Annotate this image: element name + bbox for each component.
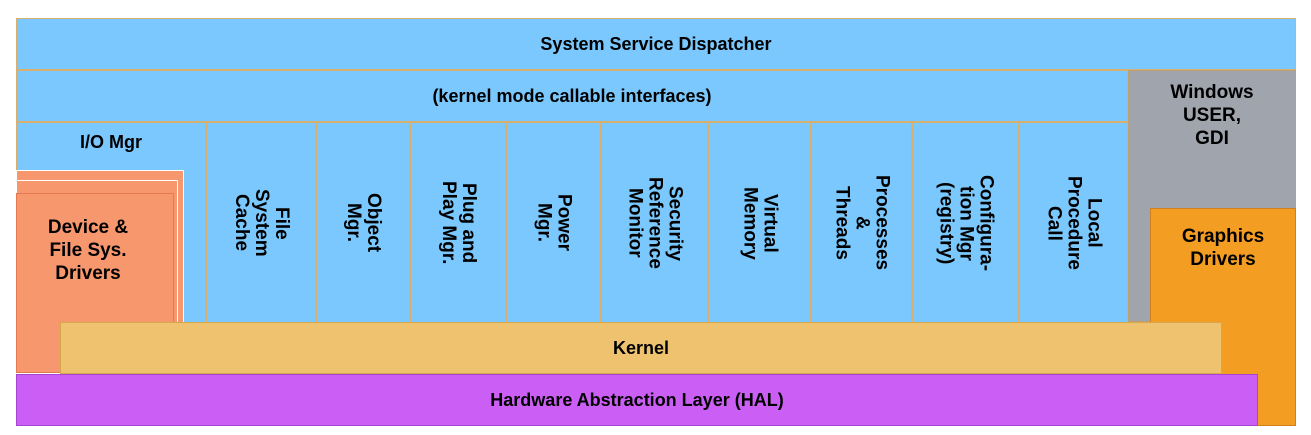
kernel-block: Kernel: [60, 322, 1222, 374]
drivers-label-line2: File Sys.: [49, 239, 127, 261]
hal-block: Hardware Abstraction Layer (HAL): [16, 374, 1258, 426]
configuration-manager-label: Configura- tion Mgr (registry): [935, 174, 997, 272]
device-file-system-drivers-label: Device & File Sys. Drivers: [18, 205, 158, 295]
local-procedure-call-block: Local Procedure Call: [1019, 122, 1128, 324]
graphics-label-line1: Graphics: [1181, 226, 1265, 247]
kernel-mode-callable-interfaces-label: (kernel mode callable interfaces): [432, 85, 712, 106]
drivers-label-line3: Drivers: [55, 262, 121, 284]
object-manager-label: Object Mgr.: [343, 193, 384, 253]
power-manager-block: Power Mgr.: [506, 122, 601, 324]
drivers-label-line1: Device &: [47, 216, 129, 238]
hal-label: Hardware Abstraction Layer (HAL): [490, 389, 784, 410]
processes-threads-label: Processes & Threads: [831, 175, 893, 271]
kernel-label: Kernel: [612, 337, 670, 358]
local-procedure-call-label: Local Procedure Call: [1043, 176, 1105, 270]
system-service-dispatcher: System Service Dispatcher: [16, 18, 1296, 70]
file-system-cache-block: File System Cache: [206, 122, 316, 324]
virtual-memory-label: Virtual Memory: [739, 186, 781, 260]
windows-label-line2: USER,: [1182, 105, 1242, 126]
system-service-dispatcher-label: System Service Dispatcher: [540, 33, 772, 54]
configuration-manager-block: Configura- tion Mgr (registry): [912, 122, 1019, 324]
power-manager-label: Power Mgr.: [533, 194, 575, 252]
security-reference-monitor-block: Security Reference Monitor: [601, 122, 708, 324]
object-manager-block: Object Mgr.: [316, 122, 410, 324]
virtual-memory-block: Virtual Memory: [708, 122, 811, 324]
file-system-cache-label: File System Cache: [231, 189, 292, 257]
windows-label-line1: Windows: [1170, 82, 1254, 103]
plug-and-play-manager-label: Plug and Play Mgr.: [438, 181, 479, 265]
security-reference-monitor-label: Security Reference Monitor: [624, 177, 686, 269]
processes-threads-block: Processes & Threads: [811, 122, 912, 324]
io-manager-label: I/O Mgr: [16, 122, 206, 162]
graphics-label-line2: Drivers: [1190, 249, 1256, 270]
kernel-mode-callable-interfaces: (kernel mode callable interfaces): [16, 70, 1128, 122]
plug-and-play-manager-block: Plug and Play Mgr.: [410, 122, 506, 324]
windows-label-line3: GDI: [1195, 128, 1229, 149]
io-manager-label-text: I/O Mgr: [80, 131, 142, 152]
